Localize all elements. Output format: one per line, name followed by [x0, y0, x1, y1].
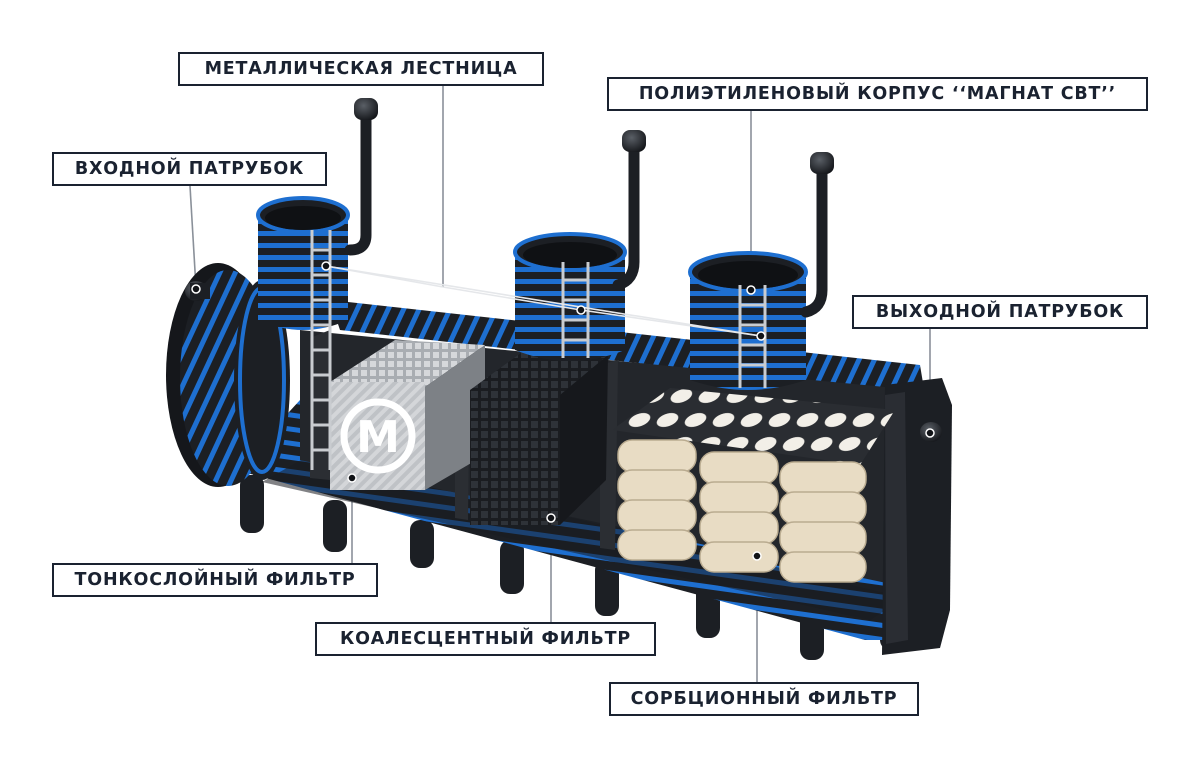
label-polyethylene-body: ПОЛИЭТИЛЕНОВЫЙ КОРПУС ‘‘МАГНАТ СВТ’’	[607, 77, 1148, 111]
perforated-grate	[612, 388, 895, 465]
leader-inlet	[189, 185, 197, 289]
ladder-1	[310, 230, 332, 470]
dot-ladder-1	[321, 261, 331, 271]
label-coalescent-filter: КОАЛЕСЦЕНТНЫЙ ФИЛЬТР	[315, 622, 656, 656]
dot-outlet	[925, 428, 935, 438]
tank-left-end	[166, 263, 290, 487]
label-outlet-pipe: ВЫХОДНОЙ ПАТРУБОК	[852, 295, 1148, 329]
tank-right-end	[882, 378, 952, 655]
vent-caps	[354, 98, 834, 174]
leader-lines	[189, 86, 931, 682]
riser-1	[256, 196, 350, 330]
m-logo-ring	[340, 398, 416, 474]
dot-coal	[546, 513, 556, 523]
coalescent-filter-block	[470, 350, 608, 525]
riser-2	[513, 232, 627, 361]
m-logo: M	[356, 412, 400, 463]
partition-1	[310, 330, 330, 480]
dot-body	[746, 285, 756, 295]
riser-3	[688, 251, 808, 390]
leader-dots	[191, 261, 935, 561]
dot-sorb	[752, 551, 762, 561]
leader-ladder-spread	[325, 265, 762, 337]
dot-ladder-2	[576, 305, 586, 315]
tank-floor	[262, 455, 905, 620]
label-inlet-pipe: ВХОДНОЙ ПАТРУБОК	[52, 152, 327, 186]
sorption-filter	[612, 388, 895, 583]
sorbent-bags	[617, 439, 867, 583]
dot-inlet	[191, 284, 201, 294]
dot-thin	[347, 473, 357, 483]
label-metal-ladder: МЕТАЛЛИЧЕСКАЯ ЛЕСТНИЦА	[178, 52, 544, 86]
label-thin-layer-filter: ТОНКОСЛОЙНЫЙ ФИЛЬТР	[52, 563, 378, 597]
ladder-2	[561, 262, 590, 358]
label-sorption-filter: СОРБЦИОННЫЙ ФИЛЬТР	[609, 682, 919, 716]
dot-ladder-3	[756, 331, 766, 341]
vent-pipes	[344, 112, 828, 318]
